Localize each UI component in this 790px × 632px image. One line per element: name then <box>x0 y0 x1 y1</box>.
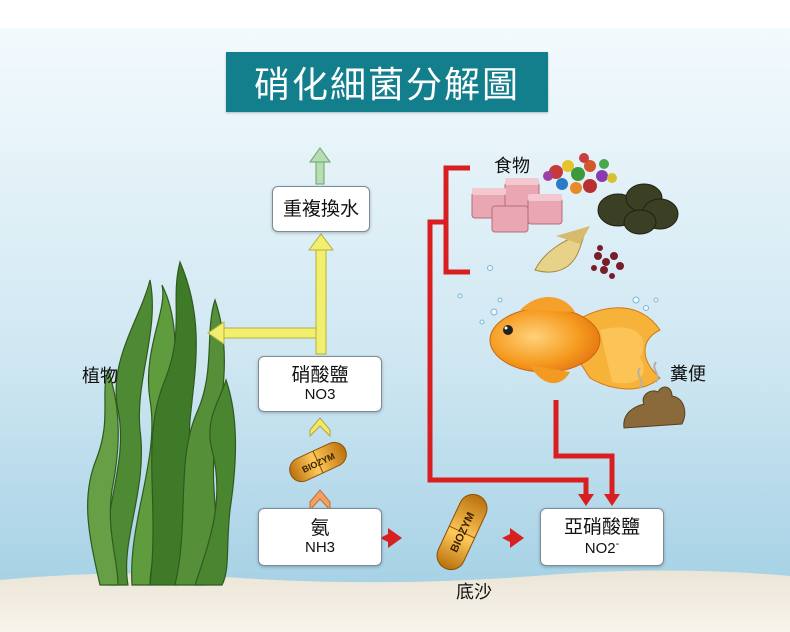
node-water-change-label: 重複換水 <box>282 197 359 220</box>
node-nitrate: 硝酸鹽 NO3 <box>258 356 382 412</box>
goldfish-icon <box>489 297 661 390</box>
label-substrate: 底沙 <box>456 582 492 603</box>
label-feces: 糞便 <box>670 364 706 385</box>
yellow-arrows <box>207 233 334 355</box>
nitrite-superscript: - <box>615 538 620 551</box>
node-water-change: 重複換水 <box>272 186 370 232</box>
bubbles <box>457 265 659 325</box>
food-flakes-icon <box>543 153 617 194</box>
nitrite-formula-text: NO2 <box>584 540 616 558</box>
node-ammonia-label: 氨 <box>310 516 330 539</box>
node-ammonia-formula: NH3 <box>304 539 335 557</box>
node-nitrite-formula: NO2- <box>585 538 620 558</box>
node-nitrate-label: 硝酸鹽 <box>291 363 349 386</box>
sand-substrate <box>0 570 790 632</box>
food-cubes-icon <box>471 178 563 233</box>
capsule-icon <box>289 441 488 571</box>
feces-icon <box>623 361 686 429</box>
red-arrows <box>427 165 615 496</box>
seaweed-icon <box>87 260 237 586</box>
node-nitrate-formula: NO3 <box>304 386 336 404</box>
node-nitrite: 亞硝酸鹽 NO2- <box>540 508 664 566</box>
label-food: 食物 <box>494 156 530 177</box>
green-arrow-up <box>309 147 331 185</box>
food-pellets-icon <box>597 183 679 235</box>
label-plant: 植物 <box>82 366 118 387</box>
node-nitrite-label: 亞硝酸鹽 <box>563 515 640 538</box>
page-title: 硝化細菌分解圖 <box>226 52 548 112</box>
dried-fish-icon <box>534 226 624 279</box>
node-ammonia: 氨 NH3 <box>258 508 382 566</box>
